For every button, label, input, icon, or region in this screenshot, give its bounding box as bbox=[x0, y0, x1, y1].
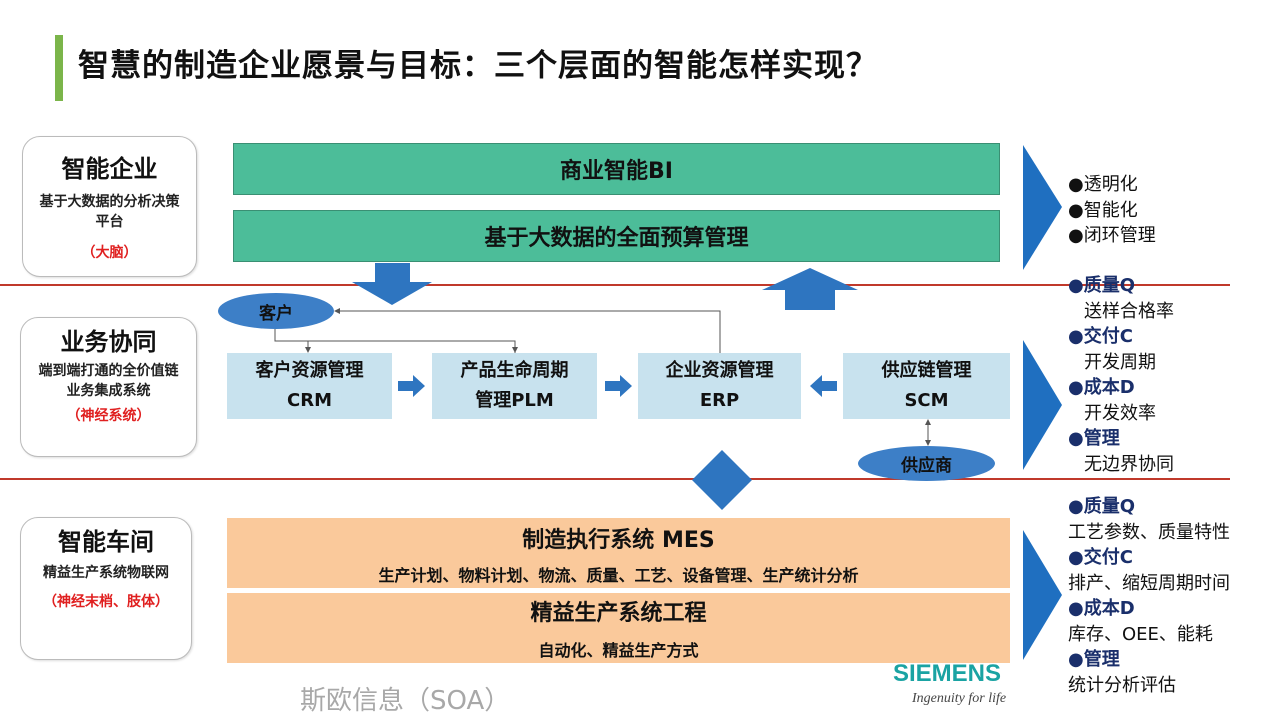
customer-node: 客户 bbox=[218, 293, 334, 329]
goal-key: ●交付C bbox=[1068, 547, 1133, 568]
chevron-icon bbox=[1023, 145, 1062, 270]
goal-item: ●透明化 bbox=[1068, 174, 1138, 195]
down-arrow-icon bbox=[352, 263, 432, 305]
customer-link bbox=[338, 310, 721, 353]
goal-key: ●管理 bbox=[1068, 428, 1120, 449]
diamond-arrow-icon bbox=[692, 450, 752, 510]
goal-value: 统计分析评估 bbox=[1068, 674, 1176, 696]
watermark: 斯欧信息（SOA） bbox=[300, 686, 511, 716]
goals-middle: ●质量Q 送样合格率 ●交付C 开发周期 ●成本D 开发效率 ●管理无边界协同 bbox=[1068, 273, 1174, 477]
divider-line bbox=[0, 478, 1230, 480]
goal-value: 排产、缩短周期时间 bbox=[1068, 572, 1230, 594]
chevron-icon bbox=[1023, 530, 1062, 660]
arrow-right-icon bbox=[398, 375, 425, 397]
goal-item: ●闭环管理 bbox=[1068, 225, 1156, 246]
system-name: 客户资源管理 bbox=[255, 360, 364, 381]
goal-value: 送样合格率 bbox=[1084, 300, 1174, 322]
system-code: 管理PLM bbox=[475, 390, 554, 411]
divider-line bbox=[0, 284, 1230, 286]
system-code: ERP bbox=[699, 390, 740, 411]
level-tag: （神经系统） bbox=[66, 408, 151, 424]
system-code: SCM bbox=[904, 390, 949, 411]
chevron-icon bbox=[1023, 340, 1062, 470]
goal-value: 开发效率 bbox=[1084, 402, 1156, 424]
goal-value: 无边界协同 bbox=[1084, 453, 1174, 475]
goal-key: ●质量Q bbox=[1068, 275, 1136, 296]
system-scm: 供应链管理 SCM bbox=[843, 353, 1010, 419]
level-box-workshop: 智能车间 精益生产系统物联网 （神经末梢、肢体） bbox=[20, 517, 192, 660]
goal-key: ●成本D bbox=[1068, 598, 1135, 619]
system-crm: 客户资源管理 CRM bbox=[227, 353, 392, 419]
lean-box: 精益生产系统工程 自动化、精益生产方式 bbox=[227, 593, 1010, 663]
siemens-logo: SIEMENS bbox=[893, 660, 1002, 687]
level-heading: 智能企业 bbox=[61, 155, 158, 183]
goals-bottom: ●质量Q 工艺参数、质量特性 ●交付C 排产、缩短周期时间 ●成本D 库存、OEE、能… bbox=[1068, 494, 1230, 698]
siemens-tagline: Ingenuity for life bbox=[912, 691, 1007, 706]
title-accent-bar bbox=[55, 35, 63, 101]
level-tag: （大脑） bbox=[81, 245, 138, 261]
mes-title: 制造执行系统 MES bbox=[522, 528, 715, 553]
goal-item: ●智能化 bbox=[1068, 199, 1138, 221]
mes-box: 制造执行系统 MES 生产计划、物料计划、物流、质量、工艺、设备管理、生产统计分… bbox=[227, 518, 1010, 588]
goal-key: ●管理 bbox=[1068, 649, 1120, 670]
page-title: 智慧的制造企业愿景与目标：三个层面的智能怎样实现？ bbox=[78, 48, 878, 84]
arrow-left-icon bbox=[810, 375, 837, 397]
arrow-right-icon bbox=[605, 375, 632, 397]
level-desc: 精益生产系统物联网 bbox=[43, 565, 169, 581]
level-heading: 智能车间 bbox=[58, 528, 154, 556]
system-name: 企业资源管理 bbox=[665, 360, 774, 381]
goals-top: ●透明化 ●智能化 ●闭环管理 bbox=[1068, 172, 1156, 249]
system-name: 产品生命周期 bbox=[460, 360, 569, 381]
goal-key: ●成本D bbox=[1068, 377, 1135, 398]
customer-crm-link bbox=[274, 329, 516, 353]
bi-bar: 商业智能BI bbox=[233, 143, 1000, 195]
level-tag: （神经末梢、肢体） bbox=[43, 594, 169, 610]
system-erp: 企业资源管理 ERP bbox=[638, 353, 801, 419]
mes-desc: 生产计划、物料计划、物流、质量、工艺、设备管理、生产统计分析 bbox=[378, 566, 859, 585]
level-box-business: 业务协同 端到端打通的全价值链业务集成系统 （神经系统） bbox=[20, 317, 197, 457]
lean-title: 精益生产系统工程 bbox=[530, 601, 707, 626]
level-heading: 业务协同 bbox=[60, 328, 157, 356]
goal-value: 开发周期 bbox=[1084, 351, 1156, 373]
goal-key: ●质量Q bbox=[1068, 496, 1136, 517]
level-desc: 端到端打通的全价值链业务集成系统 bbox=[38, 363, 179, 399]
system-plm: 产品生命周期管理PLM bbox=[432, 353, 597, 419]
goal-value: 工艺参数、质量特性 bbox=[1068, 521, 1230, 543]
system-code: CRM bbox=[287, 390, 332, 411]
level-desc: 基于大数据的分析决策平台 bbox=[39, 194, 180, 230]
up-arrow-icon bbox=[762, 268, 858, 310]
budget-bar: 基于大数据的全面预算管理 bbox=[233, 210, 1000, 262]
goal-value: 库存、OEE、能耗 bbox=[1068, 623, 1213, 645]
goal-key: ●交付C bbox=[1068, 326, 1133, 347]
lean-desc: 自动化、精益生产方式 bbox=[538, 641, 699, 660]
supplier-node: 供应商 bbox=[858, 446, 995, 481]
system-name: 供应链管理 bbox=[881, 360, 972, 381]
level-box-enterprise: 智能企业 基于大数据的分析决策平台 （大脑） bbox=[22, 136, 197, 277]
